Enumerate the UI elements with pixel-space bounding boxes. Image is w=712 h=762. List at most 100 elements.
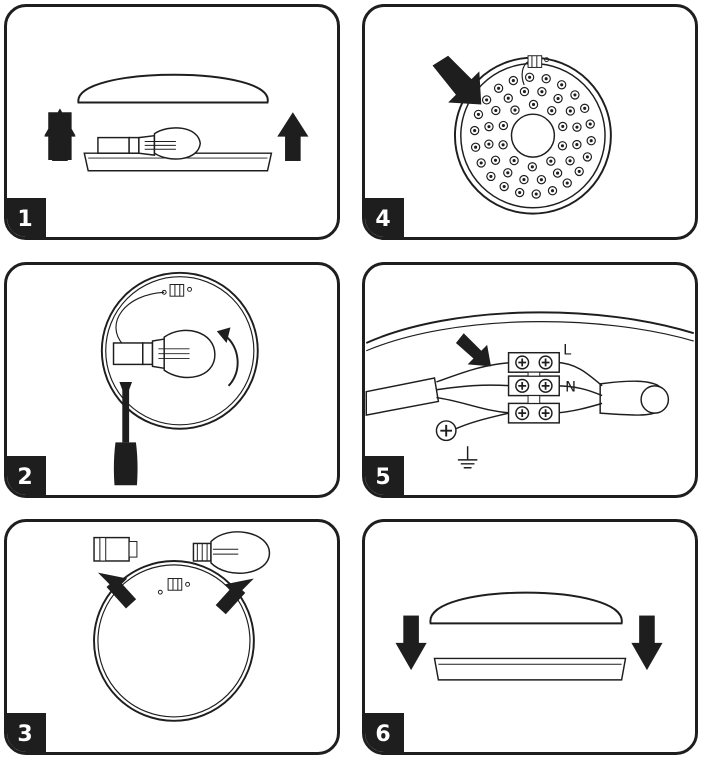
led-dot <box>575 143 579 147</box>
base-tray <box>433 657 627 681</box>
led-dot <box>568 109 572 113</box>
step-2-illustration <box>100 271 259 486</box>
led-dot <box>501 143 505 147</box>
step-4-panel: 4 <box>362 4 698 240</box>
down-arrow-left-icon <box>395 615 427 671</box>
led-dot <box>575 125 579 129</box>
led-dot <box>518 190 522 195</box>
led-dot <box>511 79 515 83</box>
led-dot <box>494 108 498 113</box>
led-dot <box>522 90 527 94</box>
step-number-badge: 4 <box>365 198 404 237</box>
screw-slot <box>518 358 527 367</box>
led-dot <box>539 178 543 182</box>
led-dot <box>479 161 483 165</box>
step-number-badge: 5 <box>365 456 404 495</box>
led-dot <box>556 171 560 175</box>
led-dot <box>577 169 581 173</box>
earth-terminal <box>435 412 509 442</box>
step-6-panel: 6 <box>362 519 698 755</box>
screw-slot <box>541 381 550 390</box>
step-3-illustration <box>93 531 271 722</box>
removed-holder <box>93 536 138 562</box>
led-dot <box>474 145 478 149</box>
step-5-illustration: L N <box>365 311 695 469</box>
step-6-illustration <box>395 591 663 681</box>
neutral-label: N <box>565 379 576 396</box>
led-dot <box>550 109 554 113</box>
led-dot <box>512 159 516 163</box>
step-1-illustration <box>44 73 309 172</box>
up-arrow-left-shaft <box>52 133 68 161</box>
led-dot <box>549 159 553 163</box>
screw-slot <box>541 358 550 367</box>
up-arrow-left-head <box>44 112 76 137</box>
base-edge <box>365 311 695 344</box>
up-arrow-right-head <box>277 112 309 137</box>
led-dot <box>513 108 517 112</box>
screw-slot <box>518 409 527 418</box>
led-dot <box>506 171 510 175</box>
led-dot <box>473 129 477 133</box>
supply-cable <box>365 377 440 416</box>
rotate-arrow <box>224 334 239 387</box>
step-number-badge: 3 <box>7 713 46 752</box>
down-arrow-right-icon <box>631 615 663 671</box>
ground-symbol-icon <box>457 446 478 469</box>
step-2-panel: 2 <box>4 262 340 498</box>
led-dot <box>568 159 572 163</box>
connector-block <box>115 284 192 346</box>
screwdriver <box>113 381 138 486</box>
live-label: L <box>563 342 572 359</box>
led-dot <box>506 96 510 100</box>
rotate-arrow-head <box>216 327 231 343</box>
screw-slot <box>518 381 527 390</box>
led-dot <box>531 102 536 107</box>
led-dot <box>565 181 569 185</box>
led-dot <box>528 75 532 79</box>
led-dot <box>487 125 491 129</box>
pointer-arrow <box>432 55 482 105</box>
led-dot <box>489 174 493 178</box>
step-5-panel: L N 5 <box>362 262 698 498</box>
bulb-holder <box>97 127 201 160</box>
led-dot <box>573 93 577 97</box>
led-dot <box>493 158 498 162</box>
led-dot <box>501 123 505 128</box>
led-dot <box>589 139 593 143</box>
up-left-arrow-icon <box>97 572 137 609</box>
pointer-arrow <box>455 333 492 367</box>
center-hole <box>510 113 556 158</box>
led-dot <box>588 122 592 126</box>
up-arrow-right-shaft <box>285 133 301 161</box>
step-number-badge: 2 <box>7 456 46 495</box>
led-dot <box>583 106 587 110</box>
step-number-badge: 1 <box>7 198 46 237</box>
cover-dome <box>429 591 623 625</box>
led-dot <box>485 98 489 102</box>
cover-dome <box>77 73 269 104</box>
led-dot <box>487 142 491 146</box>
led-dot <box>530 165 534 169</box>
removed-bulb <box>192 531 271 574</box>
led-dot <box>497 86 501 90</box>
screw-slot <box>541 409 550 418</box>
terminal-screws <box>515 355 553 421</box>
led-dot <box>534 192 538 196</box>
led-dot <box>556 96 560 101</box>
step-3-panel: 3 <box>4 519 340 755</box>
led-dot <box>476 112 481 116</box>
led-dot <box>522 178 526 182</box>
led-dot <box>561 124 565 129</box>
connector-block <box>521 55 550 86</box>
led-dot <box>540 90 544 94</box>
led-dot <box>585 155 589 159</box>
led-dot <box>544 77 548 81</box>
led-dot <box>550 189 555 193</box>
led-dot <box>502 184 506 189</box>
led-dot <box>560 83 564 87</box>
step-1-panel: 1 <box>4 4 340 240</box>
step-4-illustration <box>432 55 612 215</box>
connector-block <box>157 578 191 595</box>
led-dot <box>560 144 565 148</box>
